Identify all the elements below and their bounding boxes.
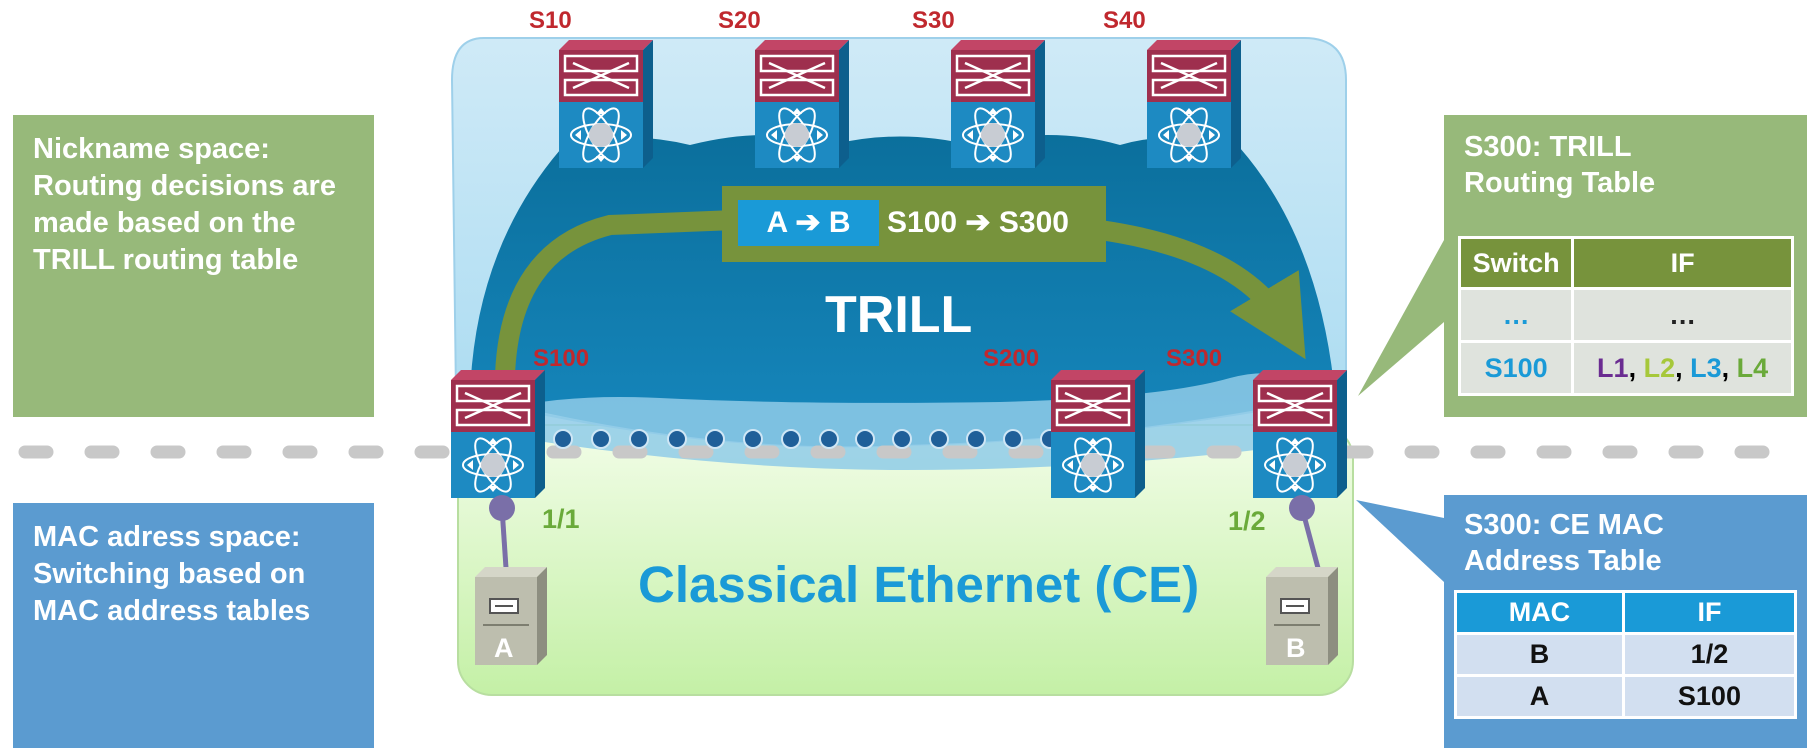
ce-cell: S100 — [1624, 677, 1794, 716]
dotted-link — [553, 429, 1060, 449]
port-1-1-dot — [489, 495, 515, 521]
ce-cell: B — [1457, 635, 1622, 674]
inner-frame-label: A ➔ B — [738, 200, 879, 246]
if-l1: L1 — [1597, 352, 1629, 383]
table-row: … … — [1461, 290, 1791, 340]
if-sep: , — [1721, 352, 1737, 383]
port-label-1-1: 1/1 — [542, 504, 580, 534]
label-s40: S40 — [1103, 7, 1146, 34]
if-sep: , — [1628, 352, 1644, 383]
switch-s40-icon — [1145, 38, 1243, 170]
mac-space-note: MAC adress space: Switching based on MAC… — [13, 503, 374, 748]
switch-s30-icon — [949, 38, 1047, 170]
label-s100: S100 — [533, 345, 590, 372]
trill-header-switch: Switch — [1461, 239, 1572, 287]
ce-cell: 1/2 — [1624, 635, 1794, 674]
label-s20: S20 — [718, 7, 761, 34]
server-a-label: A — [494, 633, 514, 663]
ce-region-label: Classical Ethernet (CE) — [638, 556, 1200, 613]
trill-cell-interfaces: L1, L2, L3, L4 — [1574, 343, 1791, 393]
table-row: A S100 — [1457, 677, 1794, 716]
trill-table-title: S300: TRILL Routing Table — [1464, 131, 1656, 199]
if-sep: , — [1675, 352, 1691, 383]
port-1-2-dot — [1289, 495, 1315, 521]
ce-callout-pointer — [1356, 500, 1444, 582]
server-b-label: B — [1286, 633, 1306, 663]
ce-header-mac: MAC — [1457, 593, 1622, 632]
if-l4: L4 — [1736, 352, 1769, 383]
table-row: B 1/2 — [1457, 635, 1794, 674]
ce-header-if: IF — [1624, 593, 1794, 632]
trill-callout-pointer — [1358, 240, 1444, 396]
trill-cell: … — [1461, 290, 1572, 340]
table-row: S100 L1, L2, L3, L4 — [1461, 343, 1791, 393]
ce-cell: A — [1457, 677, 1622, 716]
switch-s10-icon — [557, 38, 655, 170]
switch-s20-icon — [753, 38, 851, 170]
ce-mac-table: MAC IF B 1/2 A S100 — [1454, 590, 1797, 719]
ce-table-title: S300: CE MAC Address Table — [1464, 509, 1664, 577]
trill-cell: … — [1574, 290, 1791, 340]
if-l2: L2 — [1643, 352, 1676, 383]
nickname-space-note: Nickname space: Routing decisions are ma… — [13, 115, 374, 417]
ce-mac-table-panel: S300: CE MAC Address Table MAC IF B 1/2 … — [1444, 495, 1807, 748]
if-l3: L3 — [1690, 352, 1722, 383]
trill-routing-table-panel: S300: TRILL Routing Table Switch IF … … … — [1444, 115, 1807, 417]
outer-frame-label: S100 ➔ S300 — [887, 206, 1069, 239]
switch-s300-icon — [1251, 368, 1349, 500]
label-s10: S10 — [529, 7, 572, 34]
trill-header-if: IF — [1574, 239, 1791, 287]
mac-space-text: MAC adress space: Switching based on MAC… — [33, 521, 311, 627]
trill-frame-box: A ➔ B S100 ➔ S300 — [722, 186, 1106, 262]
trill-cell-s100: S100 — [1461, 343, 1572, 393]
trill-region-label: TRILL — [825, 286, 973, 344]
port-label-1-2: 1/2 — [1228, 506, 1266, 536]
switch-s100-icon — [449, 368, 547, 500]
routing-arrow — [495, 210, 1285, 375]
nickname-space-text: Nickname space: Routing decisions are ma… — [33, 133, 336, 276]
label-s30: S30 — [912, 7, 955, 34]
label-s200: S200 — [983, 345, 1040, 372]
trill-routing-table: Switch IF … … S100 L1, L2, L3, L4 — [1458, 236, 1794, 396]
label-s300: S300 — [1166, 345, 1223, 372]
switch-s200-icon — [1049, 368, 1147, 500]
